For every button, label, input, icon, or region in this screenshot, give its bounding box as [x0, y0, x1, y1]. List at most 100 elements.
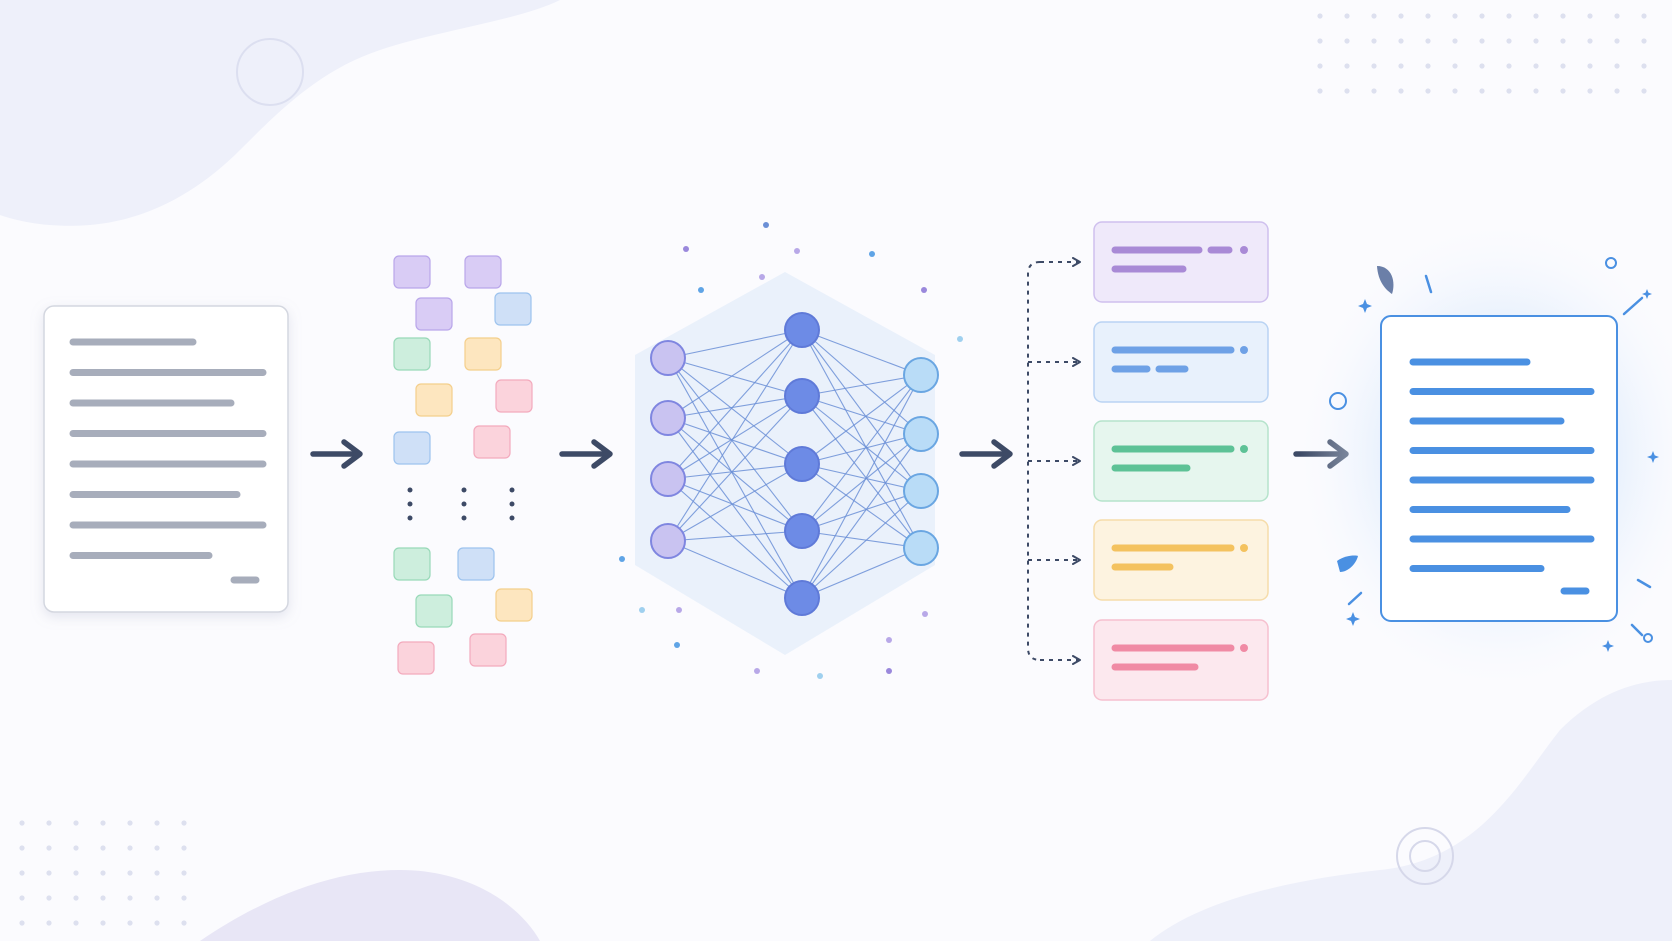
token — [393, 255, 431, 289]
network-node — [784, 580, 820, 616]
grid-dot — [1398, 13, 1404, 19]
grid-dot — [154, 920, 160, 926]
network-edge — [667, 357, 803, 465]
flow-arrow-head — [341, 439, 363, 469]
network-edge — [801, 329, 922, 549]
network-edge — [801, 374, 922, 397]
network-edge — [801, 433, 922, 465]
grid-dot — [1533, 88, 1539, 94]
grid-dot — [127, 920, 133, 926]
flow-arrow-head — [991, 439, 1013, 469]
network-edge — [801, 374, 922, 532]
network-edge — [667, 357, 803, 532]
token — [393, 337, 431, 371]
ellipsis-dot — [461, 515, 467, 521]
ellipsis-dot — [509, 501, 515, 507]
ellipsis-dot — [509, 515, 515, 521]
particle — [763, 222, 769, 228]
network-edge — [801, 433, 922, 599]
grid-dot — [1560, 88, 1566, 94]
network-node — [650, 400, 686, 436]
particle — [759, 274, 765, 280]
grid-dot — [73, 845, 79, 851]
network-edge — [801, 395, 922, 492]
grid-dot — [1479, 38, 1485, 44]
particle — [683, 246, 689, 252]
branch-dot — [1240, 246, 1248, 254]
grid-dot — [1614, 63, 1620, 69]
output-sparkles — [1329, 257, 1659, 652]
input-document-page — [43, 305, 289, 613]
particle — [957, 336, 963, 342]
flow-arrow — [559, 439, 613, 469]
network-node — [650, 340, 686, 376]
token-ellipsis — [509, 487, 515, 521]
network-edge — [801, 374, 922, 599]
branch-card — [1093, 420, 1269, 502]
output-branch — [1028, 519, 1269, 601]
grid-dot — [154, 845, 160, 851]
network-edge — [801, 433, 922, 532]
branch-card — [1093, 221, 1269, 303]
background-blob-bottom-left — [200, 870, 540, 941]
grid-dot — [1452, 38, 1458, 44]
network-edge — [801, 530, 922, 549]
output-document-text-lines — [1409, 358, 1595, 595]
grid-dot — [1560, 13, 1566, 19]
network-edge — [801, 490, 922, 599]
grid-dot — [1641, 13, 1647, 19]
network-edge — [667, 478, 803, 599]
ellipsis-dot — [407, 487, 413, 493]
token — [415, 297, 453, 331]
network-edge — [801, 490, 922, 532]
grid-dot — [1425, 38, 1431, 44]
sparkle-ring — [1605, 257, 1617, 269]
grid-dot — [181, 820, 187, 826]
grid-dot — [1587, 88, 1593, 94]
sparkle-dash — [1630, 623, 1644, 637]
grid-dot — [1398, 38, 1404, 44]
branch-card — [1093, 519, 1269, 601]
grid-dot — [1479, 63, 1485, 69]
network-edge — [801, 329, 922, 376]
particle — [817, 673, 823, 679]
grid-dot — [19, 820, 25, 826]
network-edge — [667, 395, 803, 542]
grid-dot — [100, 870, 106, 876]
particle — [922, 611, 928, 617]
grid-dot — [1371, 38, 1377, 44]
network-edge — [801, 547, 922, 599]
particle — [794, 248, 800, 254]
grid-dot — [1452, 88, 1458, 94]
grid-dot — [46, 895, 52, 901]
grid-dot — [1560, 38, 1566, 44]
particle — [886, 668, 892, 674]
sparkle-leaf — [1337, 555, 1358, 572]
input-document-text-lines — [69, 338, 267, 584]
grid-dot — [19, 895, 25, 901]
particle — [869, 251, 875, 257]
network-edge — [801, 395, 922, 435]
network-edge — [667, 357, 803, 599]
grid-dot — [1344, 63, 1350, 69]
grid-dot — [1317, 63, 1323, 69]
token — [393, 431, 431, 465]
decor-target-inner — [1409, 840, 1441, 872]
grid-dot — [127, 845, 133, 851]
grid-dot — [46, 920, 52, 926]
particle — [676, 607, 682, 613]
grid-dot — [1479, 13, 1485, 19]
network-node — [784, 446, 820, 482]
grid-dot — [100, 820, 106, 826]
grid-dot — [1587, 38, 1593, 44]
grid-dot — [1587, 63, 1593, 69]
network-edge — [667, 478, 803, 532]
grid-dot — [1533, 38, 1539, 44]
grid-dot — [1371, 13, 1377, 19]
grid-dot — [1371, 63, 1377, 69]
sparkle-star — [1346, 612, 1360, 626]
grid-dot — [1614, 88, 1620, 94]
